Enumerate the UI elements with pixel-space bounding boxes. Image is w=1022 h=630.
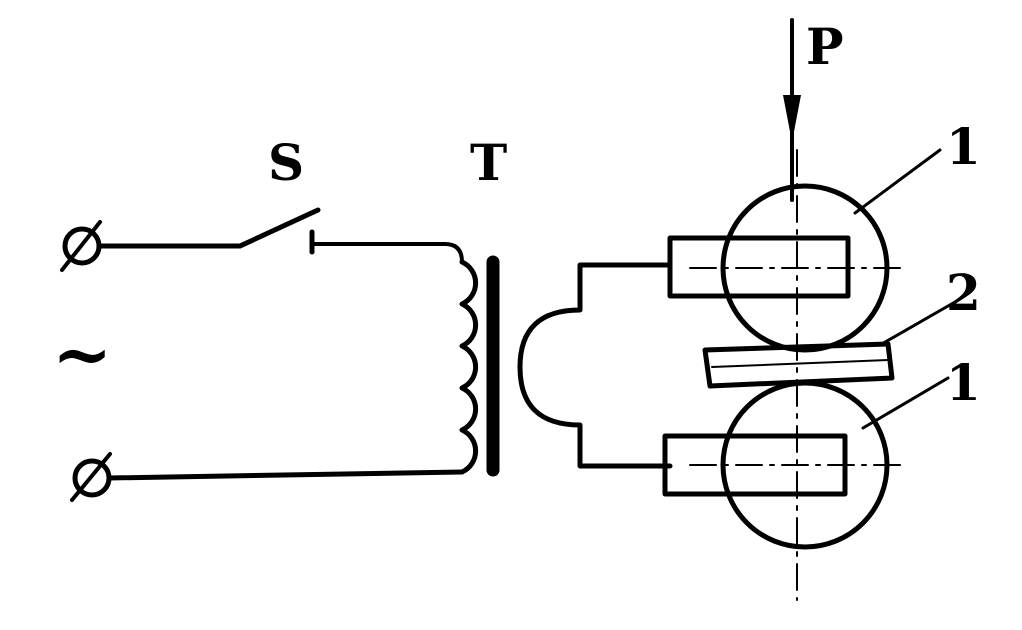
label-transformer: T bbox=[470, 133, 508, 192]
label-pressure: P bbox=[806, 17, 844, 76]
lead-bottom bbox=[106, 469, 465, 481]
secondary-loop bbox=[517, 262, 673, 469]
label-switch: S bbox=[268, 133, 305, 192]
ac-terminal-top bbox=[60, 220, 102, 272]
leader-roller-top bbox=[853, 148, 942, 215]
switch-blade bbox=[237, 207, 321, 249]
force-arrow-head bbox=[783, 95, 801, 142]
label-roller-bottom: 1 bbox=[946, 353, 981, 412]
label-ac-symbol: ~ bbox=[52, 311, 113, 396]
workpiece-seam bbox=[711, 359, 889, 368]
workpiece bbox=[702, 341, 895, 389]
label-roller-top: 1 bbox=[946, 117, 981, 176]
leader-workpiece bbox=[878, 300, 957, 347]
primary-coil bbox=[459, 259, 479, 475]
leader-roller-bottom bbox=[861, 376, 950, 430]
lead-to-primary bbox=[310, 242, 464, 264]
ac-terminal-bottom bbox=[70, 452, 112, 502]
label-workpiece: 2 bbox=[946, 263, 981, 322]
